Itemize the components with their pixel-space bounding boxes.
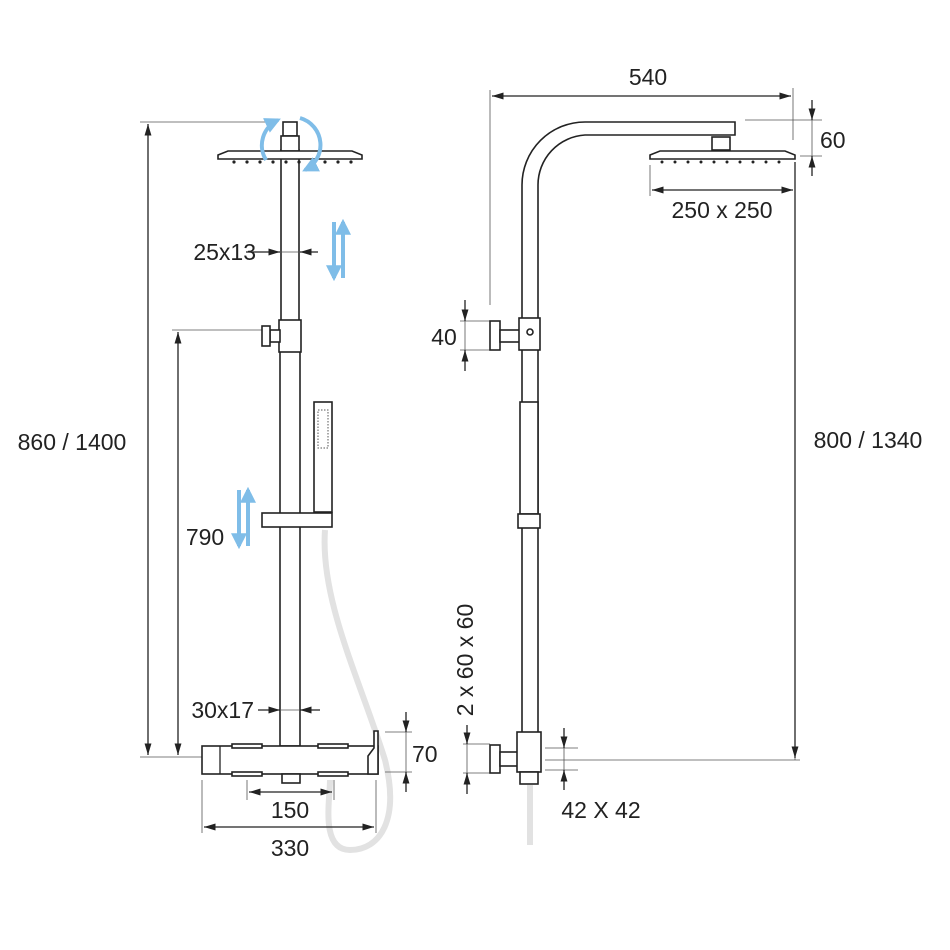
shower-arm xyxy=(521,121,736,746)
label-mixer-width: 330 xyxy=(271,835,309,861)
shower-head xyxy=(217,150,363,160)
label-connector: 42 X 42 xyxy=(561,797,640,823)
label-valve-size: 40 xyxy=(431,324,457,350)
head-connector xyxy=(280,135,300,152)
label-mixer-centers: 150 xyxy=(271,797,309,823)
label-slider-height: 790 xyxy=(186,524,224,550)
slider-clamp xyxy=(278,319,302,353)
hose-left xyxy=(321,529,394,854)
rotate-arrow-icon xyxy=(259,118,281,162)
label-bracket: 2 x 60 x 60 xyxy=(452,604,478,717)
label-total-height: 860 / 1400 xyxy=(18,429,127,455)
hand-shower-side xyxy=(519,401,539,515)
lower-pipe xyxy=(279,349,301,747)
wall-bracket-knob xyxy=(489,744,501,774)
label-head-size: 250 x 250 xyxy=(671,197,772,223)
mixer-body xyxy=(201,745,379,775)
label-upper-pipe: 25x13 xyxy=(193,239,256,265)
label-mixer-height: 70 xyxy=(412,741,438,767)
hand-shower-holder xyxy=(261,512,333,528)
mixer-lever xyxy=(367,730,379,775)
diverter-knob xyxy=(489,320,501,351)
right-view: 540 60 250 x 250 800 / 1340 40 2 x xyxy=(431,64,922,823)
hand-shower xyxy=(313,401,333,513)
label-height: 800 / 1340 xyxy=(814,427,923,453)
mixer-nuts xyxy=(281,773,301,784)
label-head-offset: 60 xyxy=(820,127,846,153)
label-lower-pipe: 30x17 xyxy=(191,697,254,723)
label-arm-length: 540 xyxy=(629,64,667,90)
shower-head-side xyxy=(649,150,796,160)
wall-bracket xyxy=(516,731,542,773)
left-view: 25x13 860 / 1400 790 30x17 70 xyxy=(18,116,438,861)
head-connector-top xyxy=(282,121,298,137)
